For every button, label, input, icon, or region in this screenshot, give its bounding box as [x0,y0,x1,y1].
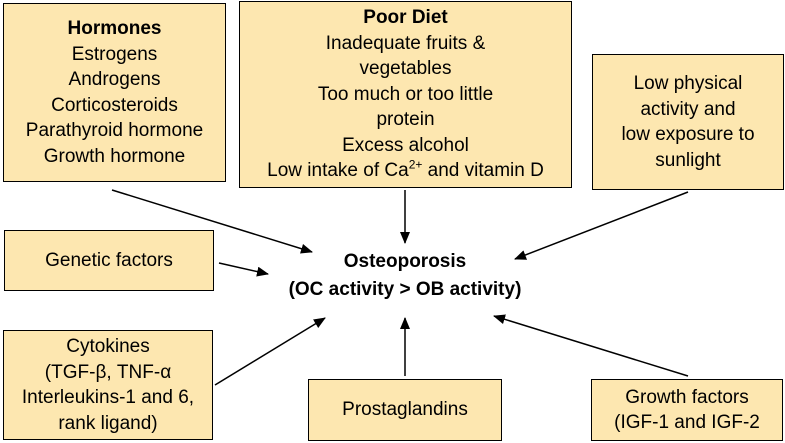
osteoporosis-center-label: Osteoporosis (OC activity > OB activity) [255,248,555,304]
calcium-suffix: and vitamin D [422,160,544,182]
cytokines-line: rank ligand) [58,412,158,434]
physical-line: activity and [640,98,736,120]
center-title: Osteoporosis [343,251,467,272]
hormone-item: Estrogens [71,43,158,65]
diet-line: Excess alcohol [342,134,469,156]
prostaglandins-label: Prostaglandins [342,399,468,421]
physical-activity-box: Low physical activity and low exposure t… [592,54,784,190]
arrow-growth-factors [493,314,689,377]
prostaglandins-box: Prostaglandins [308,379,502,441]
calcium-prefix: Low intake of Ca [267,160,409,182]
physical-line: low exposure to [621,124,755,145]
poor-diet-box: Poor Diet Inadequate fruits & vegetables… [239,1,572,188]
growth-factors-line: Growth factors [625,386,749,408]
cytokines-line: Interleukins-1 and 6, [21,387,195,408]
arrow-cytokines [214,317,326,386]
hormone-item: Androgens [68,69,161,90]
genetic-label: Genetic factors [45,249,173,271]
arrow-genetic [218,262,269,277]
genetic-factors-box: Genetic factors [4,230,214,291]
calcium-superscript: 2+ [408,157,423,172]
cytokines-box: Cytokines (TGF-β, TNF-α Interleukins-1 a… [3,330,213,440]
hormone-item: Growth hormone [43,145,186,167]
hormone-item: Corticosteroids [51,94,178,116]
diet-line: protein [376,109,435,131]
diet-line: Too much or too little [317,83,494,105]
poor-diet-title: Poor Diet [363,7,448,29]
growth-factors-box: Growth factors (IGF-1 and IGF-2 [591,379,783,441]
hormones-box: Hormones Estrogens Androgens Corticoster… [3,3,226,182]
hormones-title: Hormones [67,18,162,39]
diet-line: vegetables [359,58,452,80]
diet-line: Inadequate fruits & [325,32,486,54]
hormone-item: Parathyroid hormone [25,120,204,141]
growth-factors-line: (IGF-1 and IGF-2 [614,412,760,433]
diet-line-calcium: Low intake of Ca2+ and vitamin D [267,158,544,184]
physical-line: Low physical [633,73,743,94]
cytokines-line: Cytokines [66,336,150,357]
arrow-physical [514,191,689,260]
center-subtitle: (OC activity > OB activity) [288,279,522,300]
arrow-hormones [111,189,313,254]
cytokines-line: (TGF-β, TNF-α [44,361,172,383]
physical-line: sunlight [655,149,721,171]
